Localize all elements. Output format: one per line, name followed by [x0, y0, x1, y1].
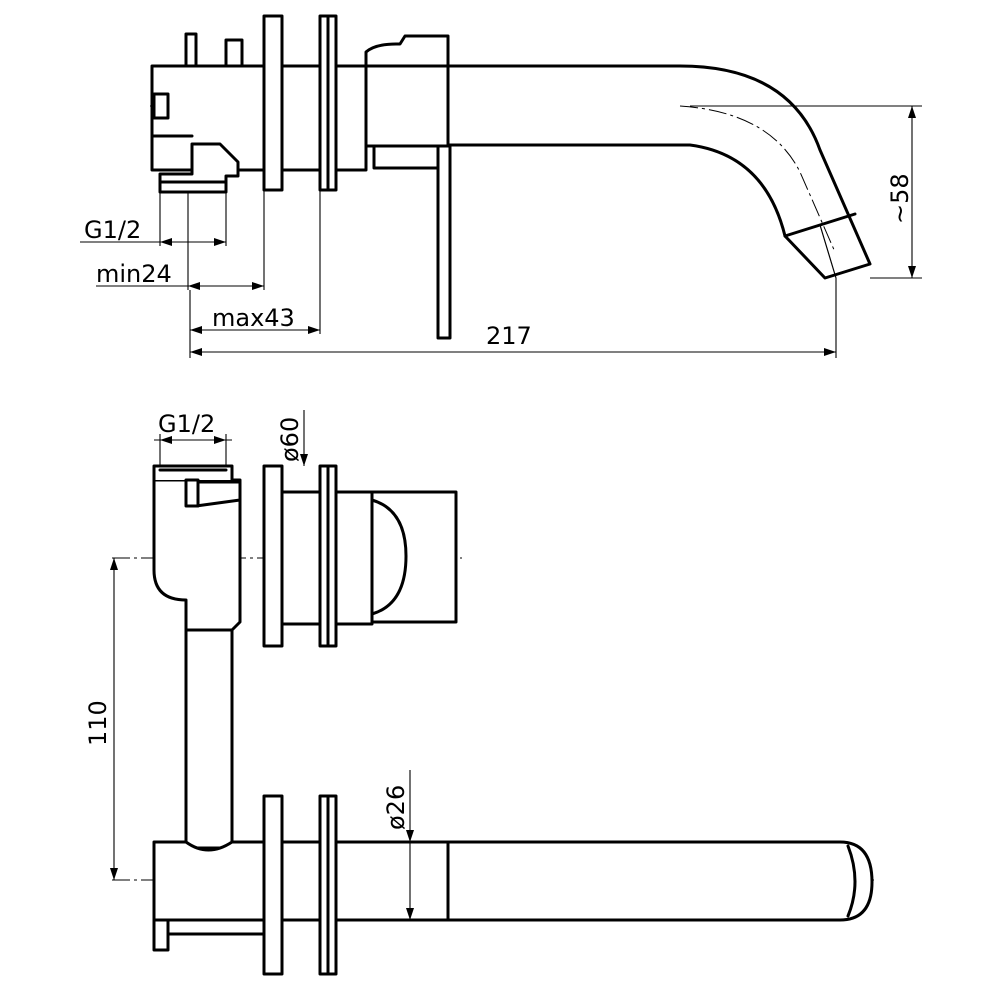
side-view: G1/2 min24 max43 217 [80, 14, 922, 358]
dim-label-max43: max43 [212, 304, 295, 332]
side-mid-body [280, 64, 322, 172]
top-handle [370, 490, 458, 624]
side-stud-right [224, 38, 244, 68]
top-mid-body [280, 490, 322, 626]
side-rear-body [334, 64, 368, 172]
dim-max43 [189, 190, 321, 358]
dim-g12-top [154, 434, 232, 466]
dim-58 [690, 105, 922, 279]
top-plate-1 [262, 464, 284, 648]
top-spout [280, 840, 874, 922]
dim-label-217: 217 [486, 322, 532, 350]
dim-g12-side [80, 192, 227, 246]
dim-o60 [300, 410, 308, 466]
top-lower-body [152, 840, 266, 922]
side-plate-1 [262, 14, 284, 192]
top-rear-body [334, 490, 374, 626]
dim-label-110: 110 [84, 700, 112, 746]
side-inlet-fitting [158, 142, 240, 194]
side-spout [446, 64, 872, 280]
dim-label-min24: min24 [96, 260, 172, 288]
top-view: G1/2 ø60 110 ø26 [84, 410, 874, 976]
top-lower-plate-1 [262, 794, 284, 976]
dim-217 [190, 278, 837, 358]
dim-label-o60: ø60 [276, 417, 304, 462]
side-lever-arm [436, 144, 452, 340]
side-handle-top [364, 34, 450, 68]
side-valve-body [364, 64, 450, 148]
dim-110 [110, 558, 118, 880]
dim-label-58: ~58 [886, 173, 914, 224]
dim-min24 [96, 190, 265, 290]
side-port [152, 92, 170, 120]
dim-label-g12-side: G1/2 [84, 216, 141, 244]
top-valve-body [152, 464, 242, 632]
top-lower-stud [152, 918, 170, 952]
dim-label-o26: ø26 [382, 785, 410, 830]
dim-label-g12-top: G1/2 [158, 410, 215, 438]
dim-o26 [406, 770, 414, 920]
side-stud-left [184, 32, 198, 68]
